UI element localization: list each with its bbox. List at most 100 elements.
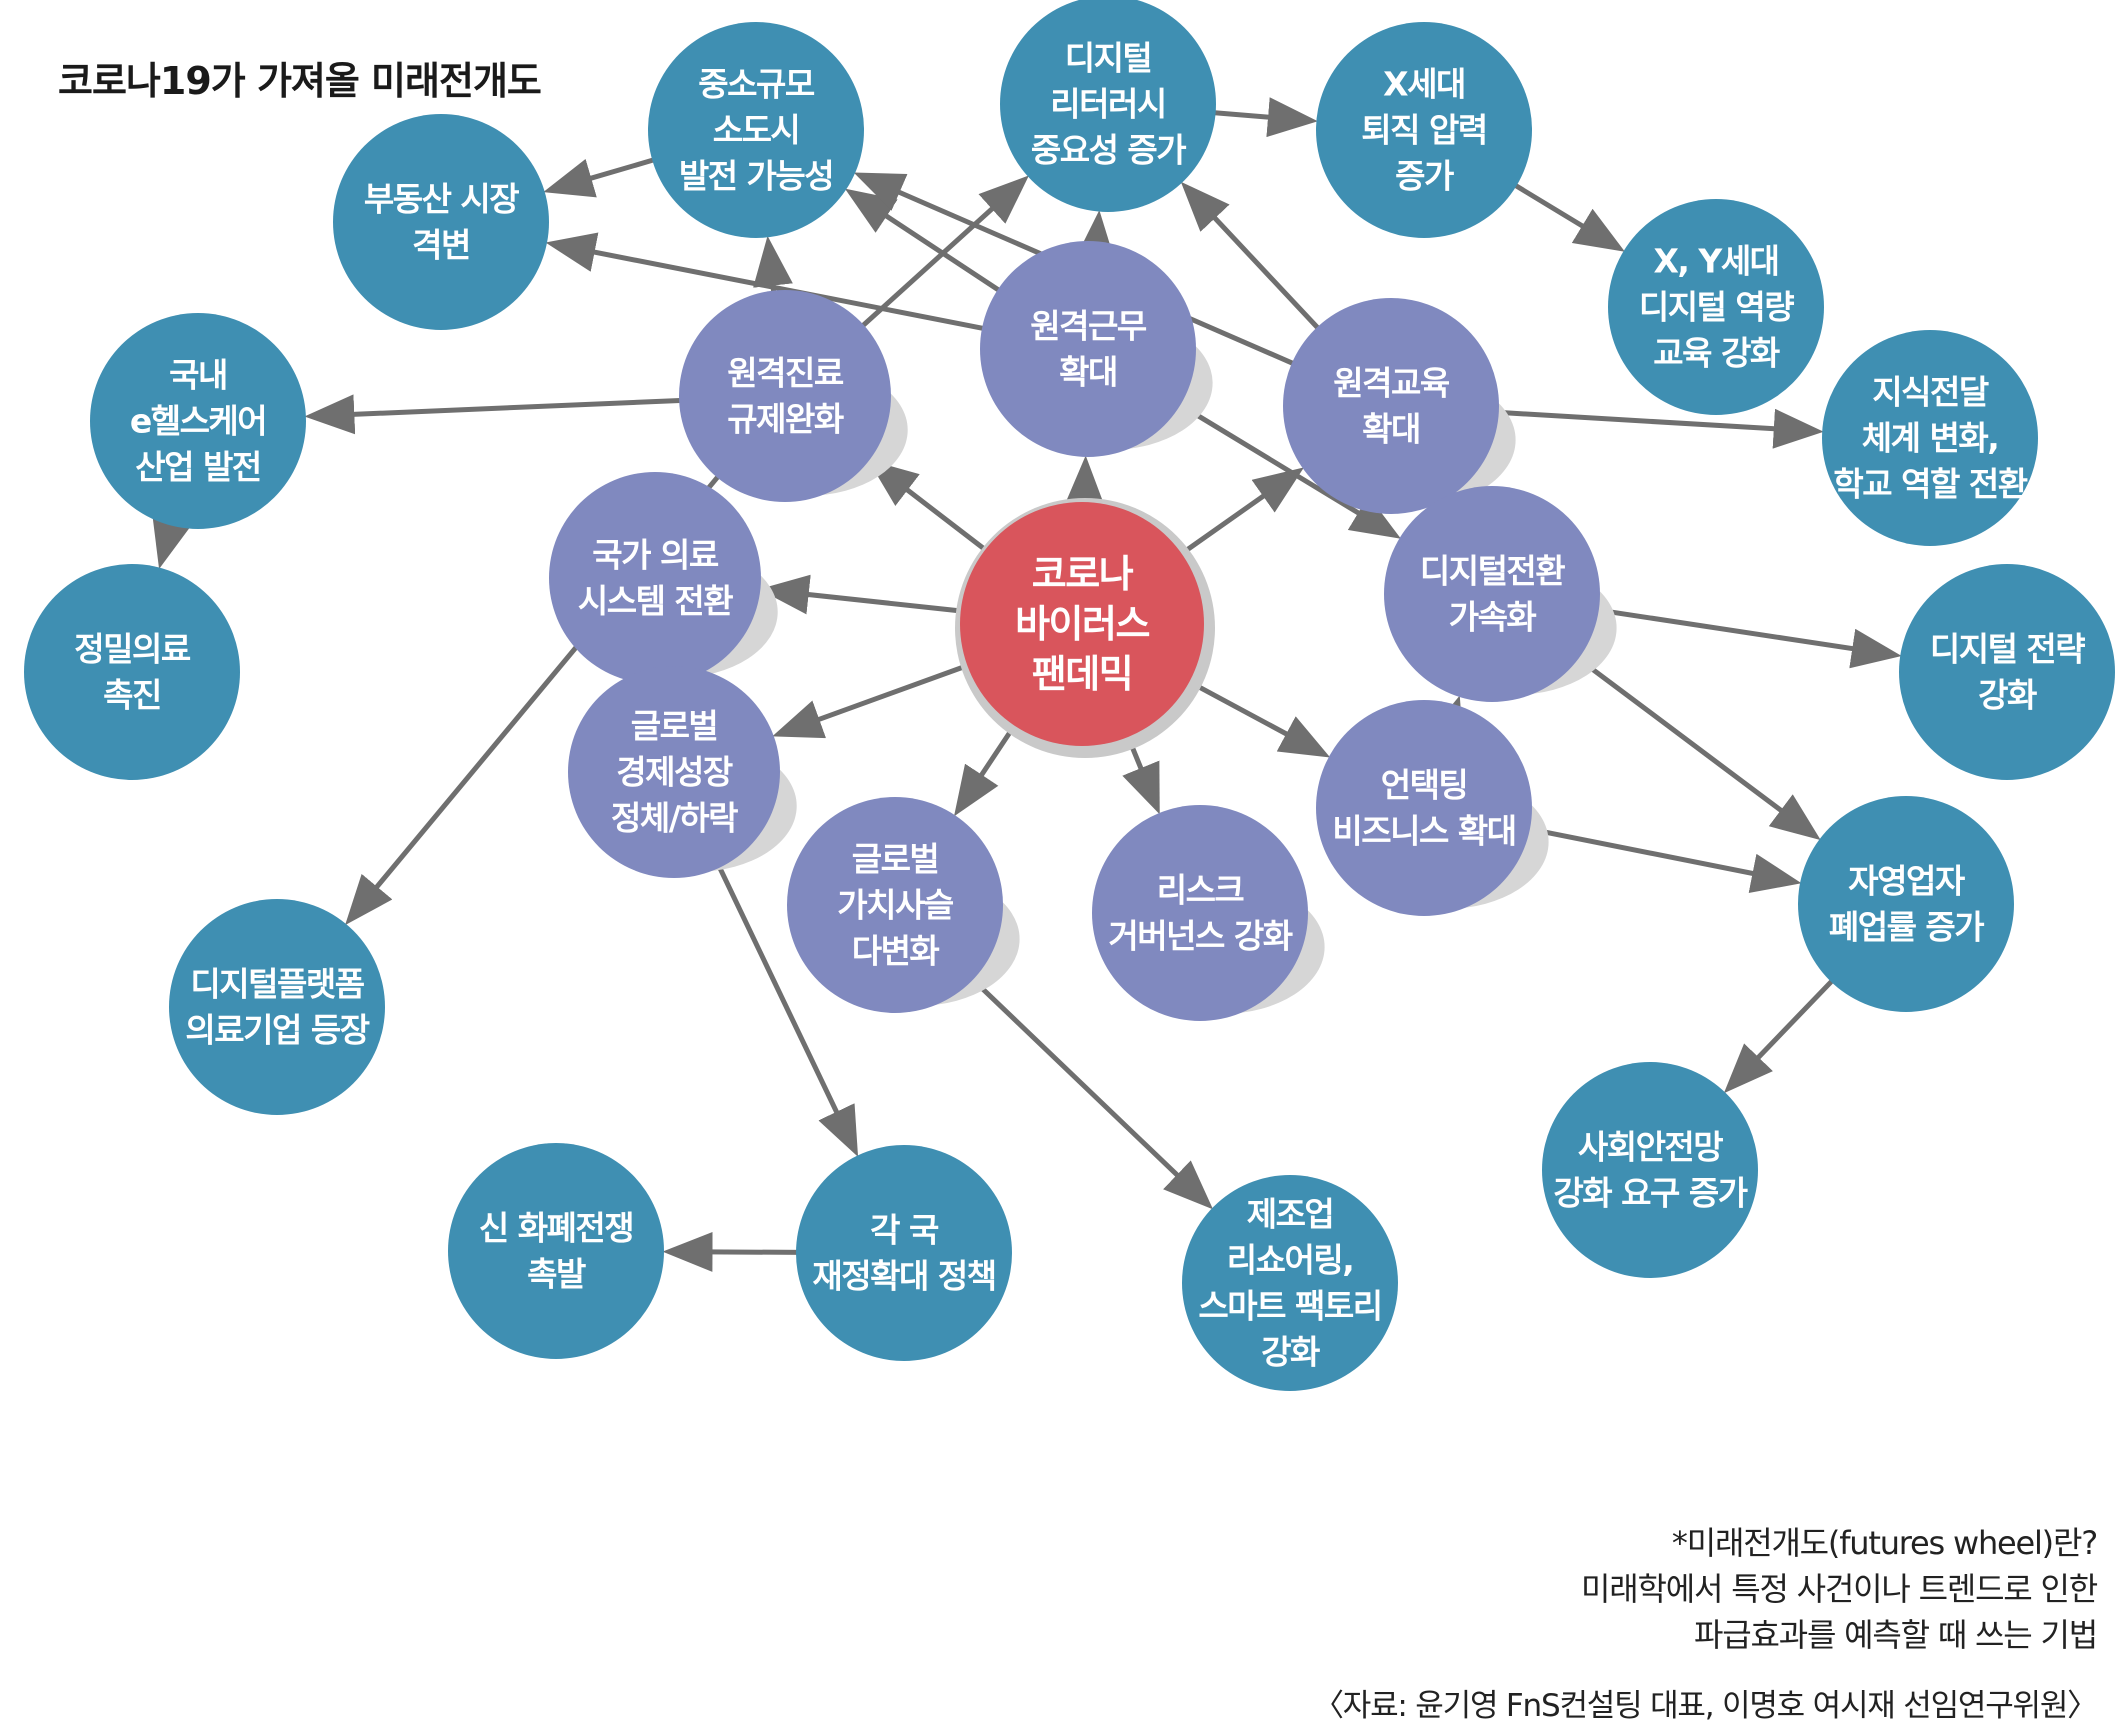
node-label-line: 재정확대 정책 xyxy=(812,1257,995,1296)
source-credit: 〈자료: 윤기영 FnS컨설팅 대표, 이명호 여시재 선임연구위원〉 xyxy=(1312,1688,2098,1724)
node-label-line: 산업 발전 xyxy=(135,448,260,487)
node-label-line: 원격근무 xyxy=(1030,307,1147,346)
node-label-line: 폐업률 증가 xyxy=(1829,908,1984,947)
node-label-line: 강화 xyxy=(1261,1333,1320,1372)
node-label-line: 신 화폐전쟁 xyxy=(479,1209,633,1248)
node-label-line: 강화 xyxy=(1978,676,2037,715)
node-label-line: 디지털플랫폼 xyxy=(190,965,364,1004)
arrow-fiscal-to-currency_war xyxy=(662,1231,801,1272)
arrow-untact-to-self_employed xyxy=(1525,825,1802,894)
node-label-line: 바이러스 xyxy=(1015,602,1149,646)
node-label-line: 부동산 시장 xyxy=(364,180,519,219)
node-circle xyxy=(24,564,240,780)
node-label-line: 스마트 팩토리 xyxy=(1198,1287,1381,1326)
note-line: *미래전개도(futures wheel)란? xyxy=(1671,1524,2098,1562)
node-label-line: X, Y세대 xyxy=(1653,242,1778,281)
node-label-line: 교육 강화 xyxy=(1653,334,1780,373)
node-label-line: 학교 역할 전환 xyxy=(1833,465,2027,504)
node-circle xyxy=(549,472,761,684)
arrow-center-to-untact xyxy=(1184,677,1331,758)
arrow-center-to-global_value xyxy=(954,720,1019,817)
node-circle xyxy=(1899,564,2115,780)
node-label-line: 증가 xyxy=(1395,157,1454,196)
node-circle xyxy=(1384,486,1600,702)
node-circle xyxy=(1316,700,1532,916)
node-label-line: 국가 의료 xyxy=(592,536,719,575)
node-label-line: 리스크 xyxy=(1157,871,1245,910)
node-circle xyxy=(1608,199,1824,415)
arrow-global_value-to-reshoring xyxy=(968,975,1214,1210)
node-label-line: 강화 요구 증가 xyxy=(1553,1174,1747,1213)
node-circle xyxy=(448,1143,664,1359)
diagram-title: 코로나19가 가져올 미래전개도 xyxy=(58,59,542,103)
arrow-center-to-global_econ xyxy=(772,661,972,739)
node-label-line: 경제성장 xyxy=(616,753,733,792)
note-line: 파급효과를 예측할 때 쓰는 기법 xyxy=(1693,1616,2098,1654)
arrow-remote_work-to-digital_transform xyxy=(1175,400,1401,539)
node-circle xyxy=(648,22,864,238)
node-label-line: 리쇼어링, xyxy=(1227,1241,1353,1280)
node-circle xyxy=(90,313,306,529)
node-circle xyxy=(1283,298,1499,514)
node-label-line: 디지털 xyxy=(1065,39,1152,78)
footnote-definition: *미래전개도(futures wheel)란? 미래학에서 특정 사건이나 트렌… xyxy=(1581,1520,2098,1658)
node-label-line: 디지털전환 xyxy=(1420,552,1565,591)
node-label-line: 가속화 xyxy=(1449,598,1537,637)
node-circle xyxy=(568,666,780,878)
node-circle xyxy=(1316,22,1532,238)
node-label-line: 규제완화 xyxy=(727,400,844,439)
arrow-remote_edu-to-digital_literacy xyxy=(1180,181,1322,332)
node-circle xyxy=(1542,1062,1758,1278)
node-label-line: 자영업자 xyxy=(1848,862,1966,901)
arrow-self_employed-to-social_safety xyxy=(1723,977,1836,1094)
node-circle xyxy=(787,797,1003,1013)
arrow-ehealth-to-precision xyxy=(152,515,192,570)
node-label-line: 중요성 증가 xyxy=(1031,131,1186,170)
node-label-line: 확대 xyxy=(1362,410,1420,449)
node-label-line: 퇴직 압력 xyxy=(1361,111,1486,150)
node-label-line: 의료기업 등장 xyxy=(185,1011,369,1050)
node-label-line: 확대 xyxy=(1059,353,1117,392)
node-label-line: 제조업 xyxy=(1247,1195,1334,1234)
node-circle xyxy=(796,1145,1012,1361)
arrow-remote_medical-to-ehealth xyxy=(304,394,684,435)
node-label-line: X세대 xyxy=(1383,65,1465,104)
arrow-digital_literacy-to-gen_x xyxy=(1211,97,1318,138)
arrow-center-to-national_medical xyxy=(758,574,965,615)
arrow-remote_work-to-realestate xyxy=(545,232,987,332)
arrow-digital_transform-to-digital_strategy xyxy=(1594,607,1902,669)
arrow-center-to-remote_medical xyxy=(867,459,990,555)
node-label-line: 다변화 xyxy=(852,932,940,971)
node-circle xyxy=(1798,796,2014,1012)
node-label-line: 원격교육 xyxy=(1333,364,1450,403)
node-label-line: 디지털 역량 xyxy=(1639,288,1794,327)
node-label-line: 각 국 xyxy=(870,1211,939,1250)
node-label-line: 국내 xyxy=(169,356,227,395)
arrow-digital_transform-to-self_employed xyxy=(1573,654,1821,841)
node-circle xyxy=(333,114,549,330)
node-circle xyxy=(980,241,1196,457)
arrow-small_city-to-realestate xyxy=(543,156,657,198)
node-label-line: 체계 변화, xyxy=(1862,419,1998,458)
arrow-remote_work-to-digital_literacy xyxy=(1075,210,1116,262)
node-label-line: 중소규모 xyxy=(698,65,815,104)
node-label-line: 사회안전망 xyxy=(1578,1128,1723,1167)
arrow-global_econ-to-fiscal xyxy=(715,862,859,1157)
note-line: 미래학에서 특정 사건이나 트렌드로 인한 xyxy=(1581,1570,2098,1608)
node-label-line: 발전 가능성 xyxy=(679,157,833,196)
